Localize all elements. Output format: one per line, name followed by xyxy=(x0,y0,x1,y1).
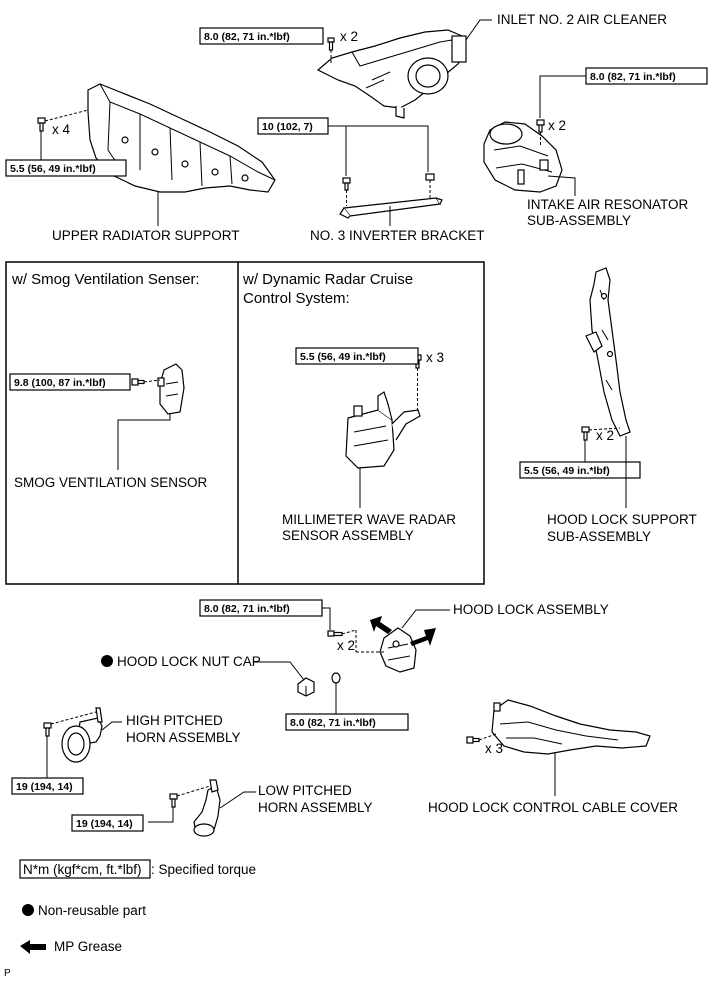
label-hood-lock-support-1: HOOD LOCK SUPPORT xyxy=(547,512,697,527)
label-upper-radiator-support: UPPER RADIATOR SUPPORT xyxy=(52,228,240,243)
label-intake-resonator-2: SUB-ASSEMBLY xyxy=(527,213,631,228)
torque-smog: 9.8 (100, 87 in.*lbf) xyxy=(14,377,106,389)
label-inverter-bracket: NO. 3 INVERTER BRACKET xyxy=(310,228,485,243)
qty-resonator: x 2 xyxy=(548,118,566,133)
low-horn-bolt xyxy=(169,785,211,808)
hood-lock-nut-cap-part xyxy=(297,677,315,697)
label-cable-cover: HOOD LOCK CONTROL CABLE COVER xyxy=(428,800,678,815)
inlet-air-cleaner-part xyxy=(316,29,467,119)
torque-hood-lock-bottom: 8.0 (82, 71 in.*lbf) xyxy=(290,717,376,729)
label-radar-sensor-2: SENSOR ASSEMBLY xyxy=(282,528,414,543)
torque-box-low-horn xyxy=(71,814,144,832)
label-high-horn-1: HIGH PITCHED xyxy=(126,713,223,728)
torque-hood-support: 5.5 (56, 49 in.*lbf) xyxy=(524,465,610,477)
label-low-horn-1: LOW PITCHED xyxy=(258,783,352,798)
radar-section-title-2: Control System: xyxy=(243,290,350,307)
high-horn-part xyxy=(61,707,103,763)
qty-hood-lock: x 2 xyxy=(337,638,355,653)
legend-grease: MP Grease xyxy=(54,939,122,954)
qty-cable-cover: x 3 xyxy=(485,741,503,756)
label-hood-lock-assembly: HOOD LOCK ASSEMBLY xyxy=(453,602,609,617)
torque-high-horn: 19 (194, 14) xyxy=(16,781,73,793)
legend-grease-arrow-icon xyxy=(20,940,46,954)
legend-non-reusable: Non-reusable part xyxy=(38,903,146,918)
resonator-bolt xyxy=(536,119,545,146)
label-inlet-air-cleaner: INLET NO. 2 AIR CLEANER xyxy=(497,12,667,27)
hood-lock-bolts xyxy=(327,629,384,653)
grease-arrow-2 xyxy=(410,628,436,646)
label-high-horn-2: HORN ASSEMBLY xyxy=(126,730,241,745)
corner-mark: P xyxy=(4,968,11,979)
torque-box-high-horn xyxy=(11,777,84,795)
inlet-bolt xyxy=(327,37,335,64)
torque-inlet: 8.0 (82, 71 in.*lbf) xyxy=(204,31,290,43)
qty-radar: x 3 xyxy=(426,350,444,365)
legend-torque-desc: : Specified torque xyxy=(151,862,256,877)
inverter-bracket-part xyxy=(339,197,443,219)
torque-box-smog xyxy=(9,373,131,391)
non-reusable-dot xyxy=(101,655,113,667)
option-frame xyxy=(5,261,485,585)
qty-inlet: x 2 xyxy=(340,29,358,44)
label-hood-lock-support-2: SUB-ASSEMBLY xyxy=(547,529,651,544)
torque-box-hood-lock-bottom xyxy=(285,713,409,731)
torque-box-radar xyxy=(295,347,419,365)
torque-resonator: 8.0 (82, 71 in.*lbf) xyxy=(590,71,676,83)
cable-cover-part xyxy=(491,699,651,755)
cable-cover-bolt xyxy=(466,733,497,744)
torque-radar: 5.5 (56, 49 in.*lbf) xyxy=(300,351,386,363)
intake-resonator-part xyxy=(483,121,563,193)
hood-lock-support-part xyxy=(585,267,631,437)
label-hood-lock-nut-cap: HOOD LOCK NUT CAP xyxy=(117,654,261,669)
radar-section-title-1: w/ Dynamic Radar Cruise xyxy=(242,271,413,288)
torque-radiator: 5.5 (56, 49 in.*lbf) xyxy=(10,163,96,175)
legend-non-reusable-dot xyxy=(22,904,34,916)
smog-section-title: w/ Smog Ventilation Senser: xyxy=(11,271,200,288)
low-horn-part xyxy=(193,779,221,837)
label-radar-sensor-1: MILLIMETER WAVE RADAR xyxy=(282,512,456,527)
legend-torque-unit: N*m (kgf*cm, ft.*lbf) xyxy=(23,862,142,877)
torque-box-inlet xyxy=(199,27,324,45)
hood-lock-assembly-part xyxy=(379,627,417,673)
radiator-bolt xyxy=(37,109,89,132)
grease-arrow-1 xyxy=(370,616,392,634)
label-smog-sensor: SMOG VENTILATION SENSOR xyxy=(14,475,208,490)
label-low-horn-2: HORN ASSEMBLY xyxy=(258,800,373,815)
torque-box-hood-support xyxy=(519,461,641,479)
hood-lock-washer xyxy=(331,672,341,684)
legend-torque-box xyxy=(19,859,151,879)
qty-radiator: x 4 xyxy=(52,122,71,137)
torque-box-radiator xyxy=(5,159,127,177)
qty-hood-support: x 2 xyxy=(596,428,614,443)
bracket-nut-right xyxy=(425,173,435,198)
torque-low-horn: 19 (194, 14) xyxy=(76,818,133,830)
torque-hood-lock-top: 8.0 (82, 71 in.*lbf) xyxy=(204,603,290,615)
label-intake-resonator-1: INTAKE AIR RESONATOR xyxy=(527,197,689,212)
smog-sensor-part xyxy=(157,363,185,415)
radar-sensor-part xyxy=(345,391,421,469)
torque-bracket: 10 (102, 7) xyxy=(262,121,313,133)
bracket-bolt-left xyxy=(342,177,351,206)
smog-bolt xyxy=(131,378,161,386)
